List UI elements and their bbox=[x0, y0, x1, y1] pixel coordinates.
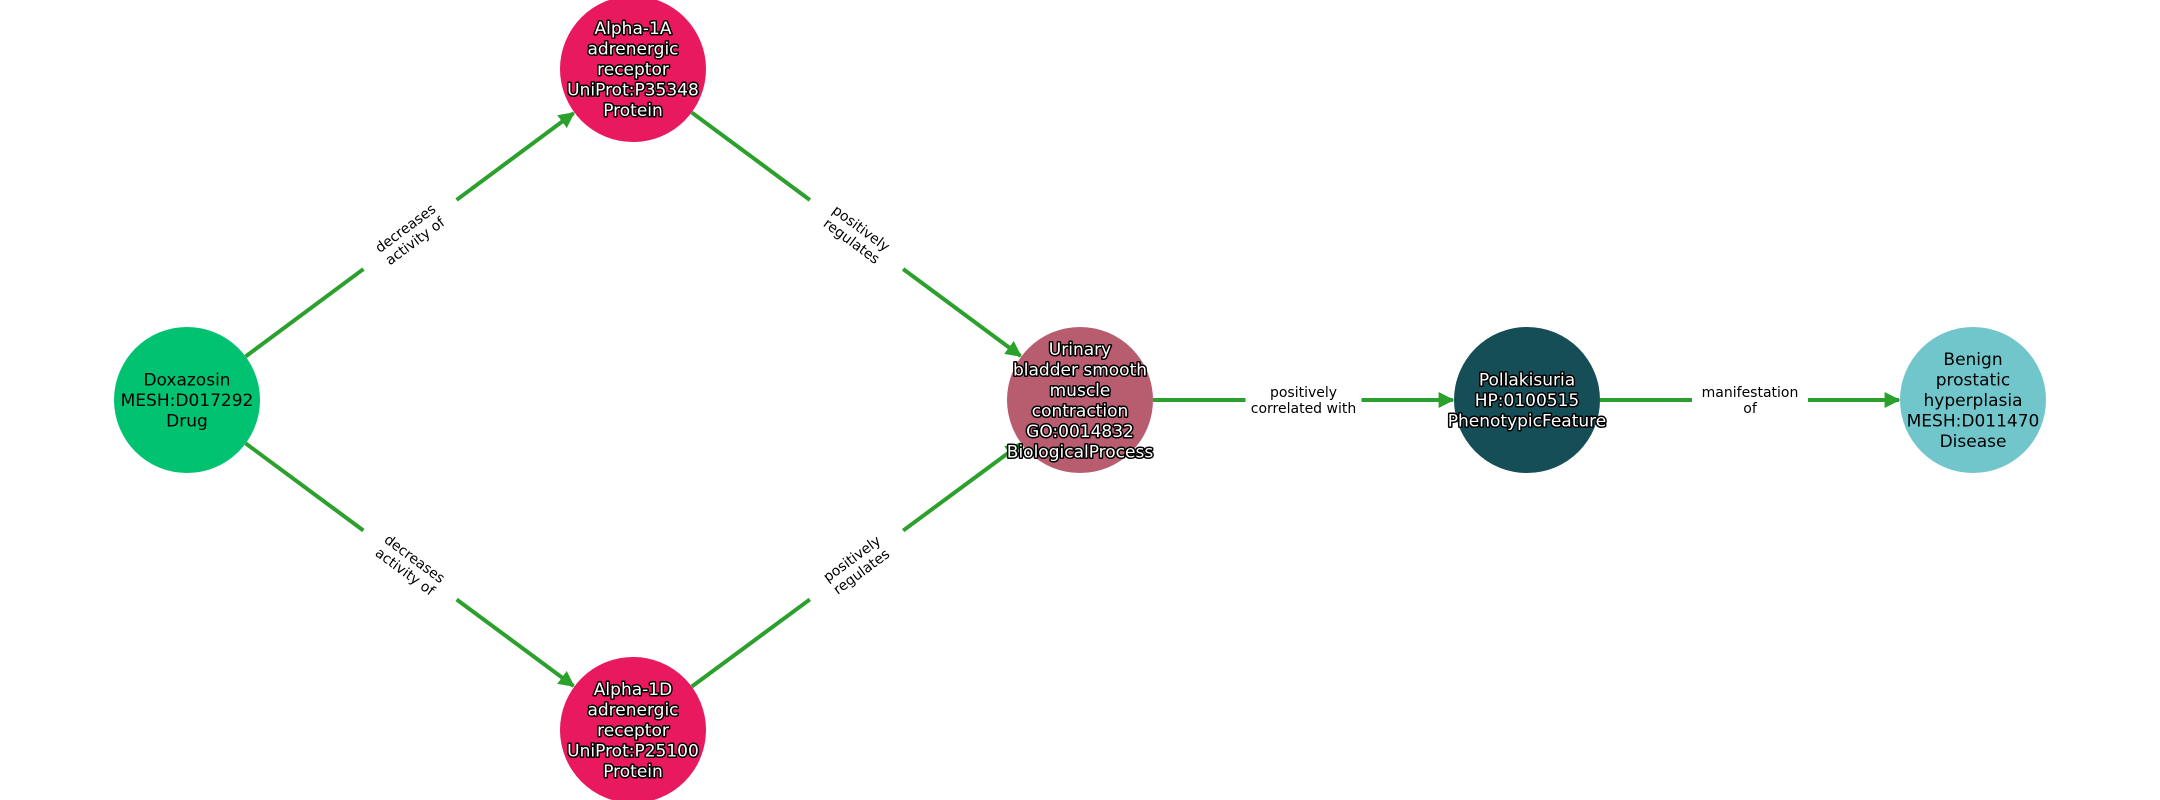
node-circle[interactable] bbox=[1454, 327, 1600, 473]
node-label-line: MESH:D011470 bbox=[1907, 412, 2040, 432]
node-label-line: hyperplasia bbox=[1923, 391, 2022, 411]
edge-line bbox=[690, 597, 812, 689]
node-label-line: contraction bbox=[1032, 401, 1129, 421]
node-label-line: adrenergic bbox=[587, 40, 678, 60]
edge-line bbox=[244, 267, 365, 359]
node-label-line: receptor bbox=[597, 721, 669, 741]
edge-label-line: correlated with bbox=[1251, 401, 1356, 417]
edge-doxazosin-alpha1d: decreasesactivity of bbox=[244, 441, 575, 688]
node-label-line: muscle bbox=[1050, 381, 1111, 401]
node-label-line: Pollakisuria bbox=[1479, 371, 1575, 391]
edge-line bbox=[690, 110, 812, 202]
node-label-line: Disease bbox=[1940, 432, 2007, 452]
node-label-line: Doxazosin bbox=[143, 371, 230, 391]
node-label-line: receptor bbox=[597, 60, 669, 80]
edge-line bbox=[244, 441, 365, 533]
node-label-line: MESH:D017292 bbox=[121, 391, 254, 411]
edge-arrow bbox=[455, 111, 575, 202]
node-circle[interactable] bbox=[560, 657, 706, 800]
node-label-line: bladder smooth bbox=[1013, 360, 1147, 380]
node-label-line: Alpha-1D bbox=[594, 680, 672, 700]
edge-alpha1a-urinary: positivelyregulates bbox=[690, 110, 1022, 358]
node-label-line: GO:0014832 bbox=[1026, 422, 1134, 442]
edge-doxazosin-alpha1a: decreasesactivity of bbox=[244, 111, 575, 359]
node-label-line: Drug bbox=[166, 412, 208, 432]
edge-label: decreasesactivity of bbox=[373, 201, 449, 269]
node-label-line: Protein bbox=[603, 101, 663, 121]
node-label-line: Urinary bbox=[1049, 340, 1111, 360]
edge-arrow bbox=[901, 442, 1022, 533]
node-label-line: UniProt:P35348 bbox=[567, 81, 699, 101]
node-circle[interactable] bbox=[560, 0, 706, 142]
node-circle[interactable] bbox=[1900, 327, 2046, 473]
node-label-line: BiologicalProcess bbox=[1007, 442, 1154, 462]
node-circle[interactable] bbox=[1007, 327, 1153, 473]
edge-label-line: positively bbox=[1270, 385, 1337, 401]
node-label-line: UniProt:P25100 bbox=[567, 742, 699, 762]
node-label-line: Alpha-1A bbox=[595, 19, 672, 39]
edge-arrow bbox=[901, 267, 1022, 358]
node-label-line: Protein bbox=[603, 762, 663, 782]
edge-label-line: manifestation bbox=[1702, 385, 1799, 401]
node-circle[interactable] bbox=[114, 327, 260, 473]
edge-label: positivelyregulates bbox=[821, 533, 894, 599]
node-label-line: adrenergic bbox=[587, 701, 678, 721]
node-label-line: prostatic bbox=[1936, 371, 2010, 391]
edge-alpha1d-urinary: positivelyregulates bbox=[690, 442, 1022, 689]
edge-arrow bbox=[455, 597, 575, 688]
node-label-line: Benign bbox=[1943, 350, 2002, 370]
node-label-line: PhenotypicFeature bbox=[1448, 412, 1607, 432]
node-label-line: HP:0100515 bbox=[1475, 391, 1579, 411]
edge-label-line: of bbox=[1743, 401, 1758, 417]
edge-label: decreasesactivity of bbox=[371, 532, 447, 600]
edge-label: positivelyregulates bbox=[819, 202, 892, 268]
